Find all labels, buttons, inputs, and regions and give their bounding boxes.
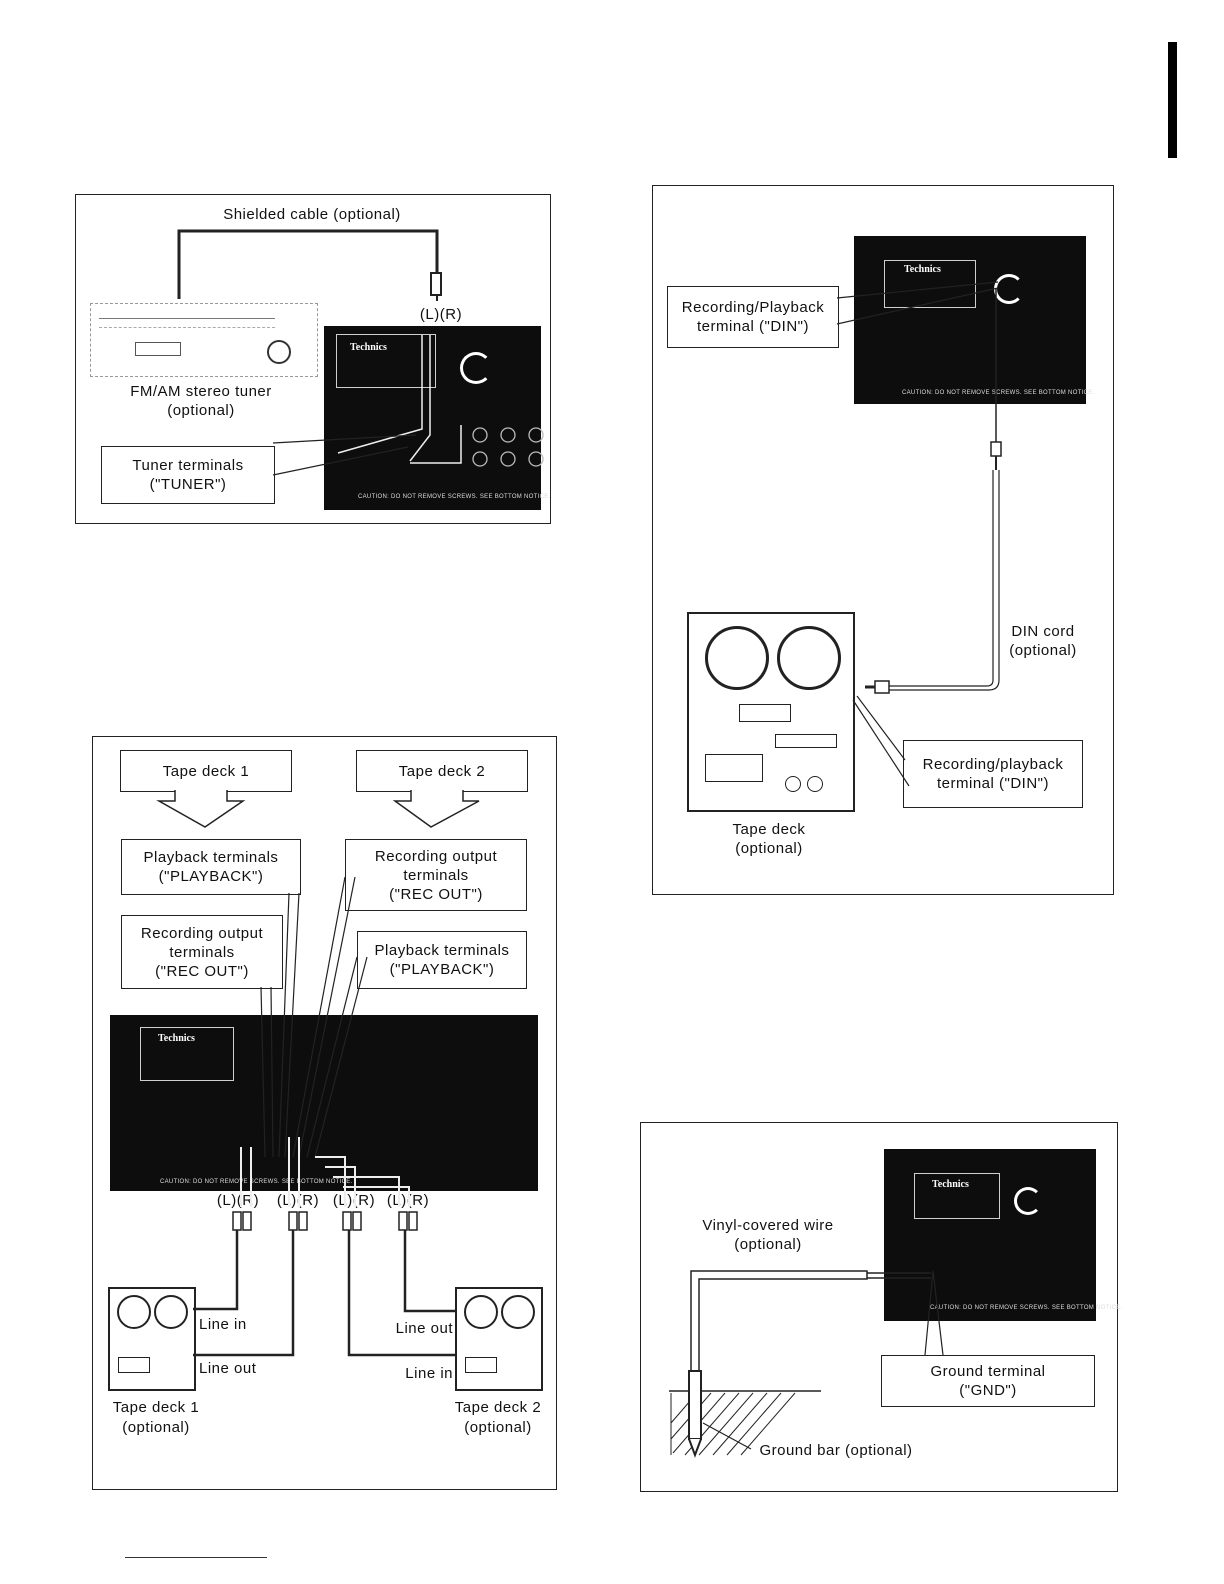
- left-playback-line2: ("PLAYBACK"): [158, 868, 264, 885]
- rotation-arrow-icon: [460, 352, 492, 384]
- tuner-label-line2: (optional): [167, 402, 235, 419]
- ground-bar-label: Ground bar (optional): [759, 1442, 913, 1459]
- deck1-label-line2: (optional): [122, 1419, 190, 1436]
- deck1-label-line1: Tape deck 1: [112, 1399, 200, 1416]
- page-edge-marker: [1168, 42, 1177, 158]
- tape-deck-2-header-text: Tape deck 2: [398, 762, 486, 780]
- left-playback-box: Playback terminals ("PLAYBACK"): [121, 839, 301, 895]
- amplifier-brand-gnd: Technics: [932, 1179, 969, 1190]
- ground-terminal-box: Ground terminal ("GND"): [881, 1355, 1095, 1407]
- tuner-display: [135, 342, 181, 356]
- two-deck-panel: Tape deck 1 Tape deck 2 Playback termina…: [92, 736, 557, 1490]
- tuner-connection-panel: Shielded cable (optional) (L)(R) FM/AM s…: [75, 194, 551, 524]
- ground-terminal-line1: Ground terminal: [930, 1363, 1046, 1380]
- left-recout-line3: ("REC OUT"): [155, 962, 249, 980]
- lr-label-4: (L)(R): [386, 1192, 430, 1209]
- deck-din-terminal-line2: terminal ("DIN"): [937, 775, 1049, 792]
- tape-deck-din: [687, 612, 855, 812]
- right-reel-icon: [777, 626, 841, 690]
- line-out-left: Line out: [199, 1360, 257, 1377]
- amplifier-brand-tape: Technics: [158, 1033, 195, 1044]
- din-terminal-line2: terminal ("DIN"): [697, 318, 809, 335]
- deck2-display: [465, 1357, 497, 1373]
- tuner-label-line1: FM/AM stereo tuner: [130, 383, 272, 400]
- tape-deck-2: [455, 1287, 543, 1391]
- deck1-display: [118, 1357, 150, 1373]
- din-terminal-line1: Recording/Playback: [681, 299, 825, 316]
- rotation-arrow-gnd-icon: [1014, 1187, 1042, 1215]
- ground-terminal-line2: ("GND"): [959, 1382, 1017, 1399]
- left-reel-icon: [705, 626, 769, 690]
- deck2-label-line2: (optional): [464, 1419, 532, 1436]
- lr-label-2: (L)(R): [276, 1192, 320, 1209]
- deck-counter: [775, 734, 837, 748]
- tuner-terminals-box: Tuner terminals ("TUNER"): [101, 446, 275, 504]
- amplifier-caution-din: CAUTION: DO NOT REMOVE SCREWS. SEE BOTTO…: [902, 390, 1095, 396]
- amplifier-caution: CAUTION: DO NOT REMOVE SCREWS. SEE BOTTO…: [358, 494, 551, 500]
- amplifier-caution-gnd: CAUTION: DO NOT REMOVE SCREWS. SEE BOTTO…: [930, 1305, 1123, 1311]
- din-tape-panel: Technics CAUTION: DO NOT REMOVE SCREWS. …: [652, 185, 1114, 895]
- line-in-right: Line in: [405, 1365, 453, 1382]
- amplifier-caution-tape: CAUTION: DO NOT REMOVE SCREWS. SEE BOTTO…: [160, 1179, 353, 1185]
- tape-deck-label-line2: (optional): [735, 840, 803, 857]
- tape-deck-1-header: Tape deck 1: [120, 750, 292, 792]
- amplifier-brand: Technics: [350, 342, 387, 353]
- vinyl-wire-label-line1: Vinyl-covered wire: [702, 1217, 834, 1234]
- deck-din-terminal-box: Recording/playback terminal ("DIN"): [903, 740, 1083, 808]
- vinyl-wire-label-line2: (optional): [734, 1236, 802, 1253]
- amplifier-rear-panel-din: Technics CAUTION: DO NOT REMOVE SCREWS. …: [854, 236, 1094, 404]
- line-out-right: Line out: [395, 1320, 453, 1337]
- line-in-left: Line in: [199, 1316, 247, 1333]
- tape-deck-1: [108, 1287, 196, 1391]
- din-cord-label-line2: (optional): [1009, 642, 1077, 659]
- right-playback-box: Playback terminals ("PLAYBACK"): [357, 931, 527, 989]
- deck-display: [705, 754, 763, 782]
- right-recout-line1: Recording output: [374, 847, 498, 865]
- deck2-reel-left-icon: [464, 1295, 498, 1329]
- din-terminal-box: Recording/Playback terminal ("DIN"): [667, 286, 839, 348]
- tuner-terminals-line1: Tuner terminals: [132, 457, 244, 474]
- amplifier-nameplate-gnd: [914, 1173, 1000, 1219]
- amplifier-rear-panel-tape: Technics CAUTION: DO NOT REMOVE SCREWS. …: [110, 1015, 538, 1191]
- amplifier-nameplate-tape: [140, 1027, 234, 1081]
- right-recout-line2: terminals: [403, 866, 469, 884]
- right-recout-box: Recording output terminals ("REC OUT"): [345, 839, 527, 911]
- deck2-reel-right-icon: [501, 1295, 535, 1329]
- amplifier-rear-panel-gnd: Technics CAUTION: DO NOT REMOVE SCREWS. …: [884, 1149, 1122, 1321]
- deck-knob-icon: [785, 776, 801, 792]
- fm-am-tuner: [90, 303, 318, 377]
- tuner-scale: [99, 318, 275, 328]
- lr-label-3: (L)(R): [332, 1192, 376, 1209]
- tape-deck-1-header-text: Tape deck 1: [162, 762, 250, 780]
- right-playback-line2: ("PLAYBACK"): [389, 961, 495, 978]
- deck1-reel-right-icon: [154, 1295, 188, 1329]
- amplifier-rear-panel: Technics CAUTION: DO NOT REMOVE SCREWS. …: [324, 326, 550, 510]
- right-recout-line3: ("REC OUT"): [389, 885, 483, 903]
- shielded-cable-label: Shielded cable (optional): [223, 206, 401, 223]
- din-socket-icon: [994, 274, 1024, 304]
- footer-rule: [125, 1557, 267, 1558]
- left-recout-line2: terminals: [169, 943, 235, 961]
- tape-deck-label-line1: Tape deck: [732, 821, 806, 838]
- left-recout-line1: Recording output: [140, 924, 264, 942]
- deck1-reel-left-icon: [117, 1295, 151, 1329]
- ground-panel: Technics CAUTION: DO NOT REMOVE SCREWS. …: [640, 1122, 1122, 1492]
- left-recout-box: Recording output terminals ("REC OUT"): [121, 915, 283, 989]
- tape-deck-2-header: Tape deck 2: [356, 750, 528, 792]
- deck-din-terminal-line1: Recording/playback: [922, 756, 1064, 773]
- tuning-knob-icon: [267, 340, 291, 364]
- right-playback-line1: Playback terminals: [374, 942, 510, 959]
- din-cord-label-line1: DIN cord: [1011, 623, 1075, 640]
- tuner-lr-label: (L)(R): [419, 306, 463, 323]
- deck-meter: [739, 704, 791, 722]
- deck-knob-icon: [807, 776, 823, 792]
- lr-label-1: (L)(R): [216, 1192, 260, 1209]
- tuner-terminals-line2: ("TUNER"): [149, 476, 227, 493]
- amplifier-brand-din: Technics: [904, 264, 941, 275]
- deck2-label-line1: Tape deck 2: [454, 1399, 542, 1416]
- left-playback-line1: Playback terminals: [143, 849, 279, 866]
